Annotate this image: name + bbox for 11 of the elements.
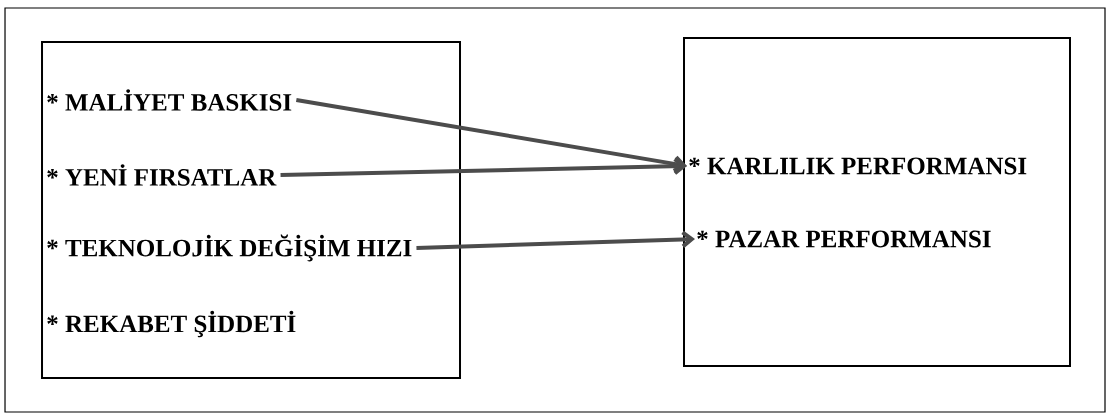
arrow [295,98,687,173]
list-item: * PAZAR PERFORMANSI [697,230,991,248]
list-item: * REKABET ŞİDDETİ [47,310,296,338]
arrow [280,157,687,177]
list-item: * KARLILIK PERFORMANSI [689,157,1027,175]
arrow [416,230,695,250]
list-item: * YENİ FIRSATLAR [47,164,277,186]
box [41,41,461,379]
box [683,37,1071,367]
list-item: * MALİYET BASKISI [47,89,292,111]
list-item: * TEKNOLOJİK DEĞİŞİM HIZI [47,234,412,262]
